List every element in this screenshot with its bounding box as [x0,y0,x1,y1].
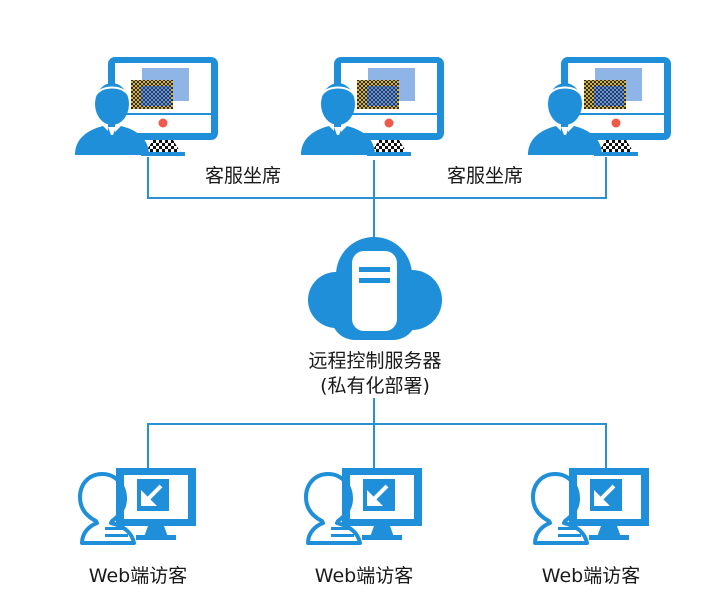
agent-workstation-2 [300,56,445,157]
visitor-label-1: Web端访客 [88,565,188,587]
agent-label-2: 客服坐席 [447,165,524,187]
agent-workstation-1 [74,56,219,157]
server-subtitle: (私有化部署) [320,375,430,397]
web-visitor-icon [304,466,424,545]
agent-at-computer-icon [74,56,219,157]
visitor-label-2: Web端访客 [314,565,414,587]
agent-label-1: 客服坐席 [205,165,282,187]
connection-lines [147,157,607,478]
agent-at-computer-icon [300,56,445,157]
server-name: 远程控制服务器 [308,350,442,372]
agent-at-computer-icon [527,56,672,157]
visitor-label-3: Web端访客 [541,565,641,587]
web-visitor-3 [531,466,651,545]
web-visitor-2 [304,466,424,545]
cloud-server-icon [308,237,442,340]
web-visitor-1 [78,466,198,545]
agent-workstation-3 [527,56,672,157]
web-visitor-icon [531,466,651,545]
web-visitor-icon [78,466,198,545]
